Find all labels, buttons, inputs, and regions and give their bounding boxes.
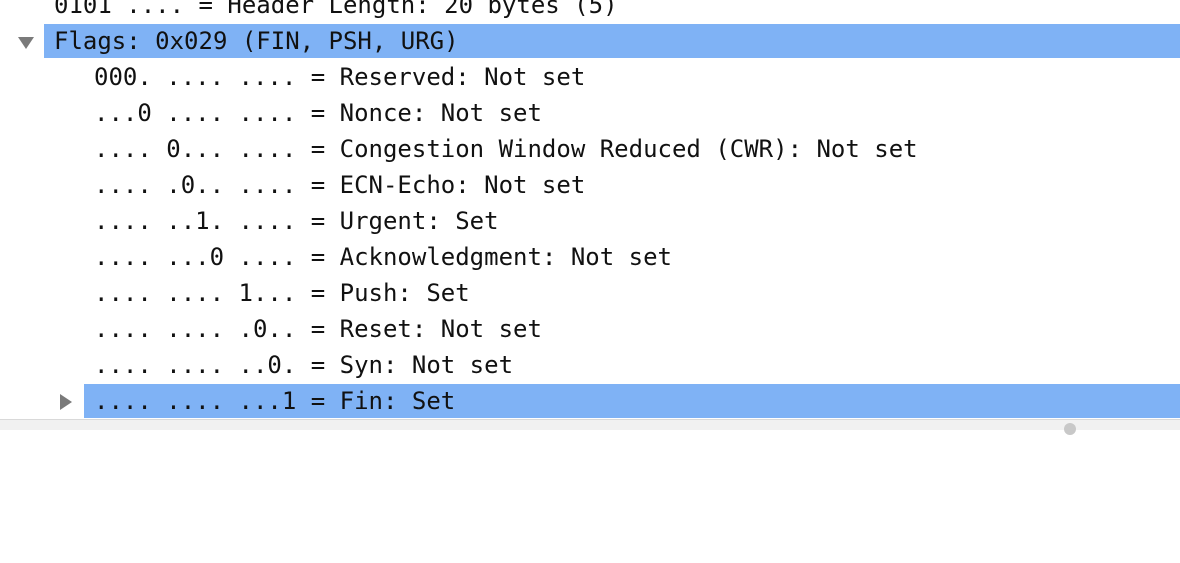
flags-label: Flags: 0x029 (FIN, PSH, URG) [54, 27, 459, 55]
flag-bit-text: .... .0.. .... = ECN-Echo: Not set [94, 171, 586, 199]
flag-bit-row-reset[interactable]: .... .... .0.. = Reset: Not set [0, 311, 1180, 347]
flag-bit-text: .... .... .0.. = Reset: Not set [94, 315, 542, 343]
flag-bit-row-fin[interactable]: .... .... ...1 = Fin: Set [0, 383, 1180, 419]
flag-bit-text: .... .... ..0. = Syn: Not set [94, 351, 514, 379]
flag-bit-row-acknowledgment[interactable]: .... ...0 .... = Acknowledgment: Not set [0, 239, 1180, 275]
flag-bit-text: ...0 .... .... = Nonce: Not set [94, 99, 542, 127]
packet-details-tree: 0101 .... = Header Length: 20 bytes (5) … [0, 0, 1180, 419]
scrollbar-thumb[interactable] [1064, 423, 1076, 435]
horizontal-scrollbar[interactable] [0, 419, 1180, 435]
selection-highlight [84, 384, 1180, 418]
tree-row-flags[interactable]: Flags: 0x029 (FIN, PSH, URG) [0, 23, 1180, 59]
flag-bit-row-push[interactable]: .... .... 1... = Push: Set [0, 275, 1180, 311]
flag-bit-row-cwr[interactable]: .... 0... .... = Congestion Window Reduc… [0, 131, 1180, 167]
flag-bit-text: 000. .... .... = Reserved: Not set [94, 63, 586, 91]
flag-bit-row-reserved[interactable]: 000. .... .... = Reserved: Not set [0, 59, 1180, 95]
flag-bit-text: .... ...0 .... = Acknowledgment: Not set [94, 243, 672, 271]
flag-bit-text: .... .... 1... = Push: Set [94, 279, 470, 307]
triangle-right-icon[interactable] [60, 394, 72, 410]
selection-highlight [44, 24, 1180, 58]
tree-row-header-length[interactable]: 0101 .... = Header Length: 20 bytes (5) [0, 0, 1180, 23]
flag-bit-row-syn[interactable]: .... .... ..0. = Syn: Not set [0, 347, 1180, 383]
flag-bit-text: .... 0... .... = Congestion Window Reduc… [94, 135, 918, 163]
flag-bit-row-urgent[interactable]: .... ..1. .... = Urgent: Set [0, 203, 1180, 239]
flag-bit-text: .... ..1. .... = Urgent: Set [94, 207, 499, 235]
triangle-down-icon[interactable] [18, 37, 34, 49]
header-length-text: 0101 .... = Header Length: 20 bytes (5) [54, 0, 618, 19]
flag-bit-text: .... .... ...1 = Fin: Set [94, 387, 456, 415]
flag-bit-row-nonce[interactable]: ...0 .... .... = Nonce: Not set [0, 95, 1180, 131]
flag-bit-row-ecn-echo[interactable]: .... .0.. .... = ECN-Echo: Not set [0, 167, 1180, 203]
